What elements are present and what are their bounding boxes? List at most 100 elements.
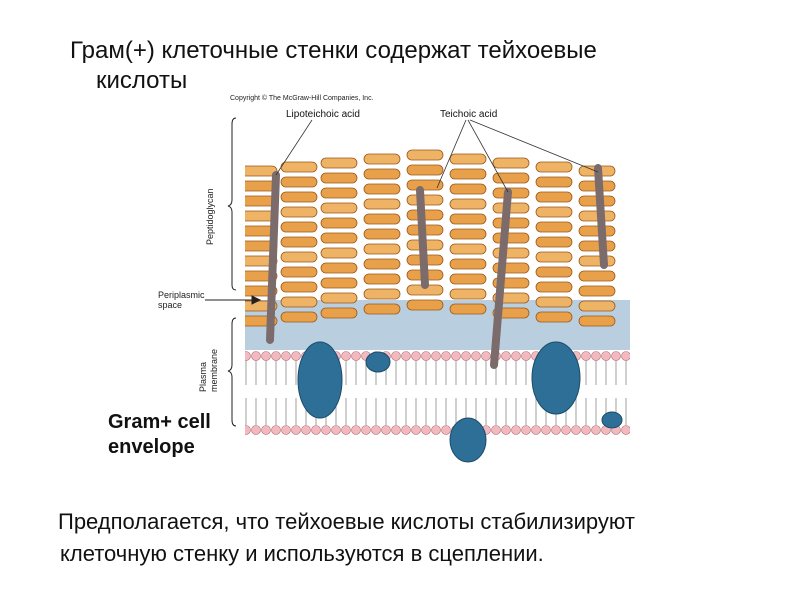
peptidoglycan-strand bbox=[492, 157, 530, 169]
lipid-head bbox=[621, 425, 630, 435]
lipid-head bbox=[541, 425, 551, 435]
peptidoglycan-strand bbox=[406, 149, 444, 161]
peptidoglycan-strand bbox=[320, 292, 358, 304]
peptidoglycan-strand bbox=[363, 213, 401, 225]
lipid-head bbox=[421, 425, 431, 435]
lipid-head bbox=[511, 351, 521, 361]
peptidoglycan-strand bbox=[320, 262, 358, 274]
slide-title-line-1: Грам(+) клеточные стенки содержат тейхое… bbox=[70, 37, 597, 64]
label-pointer-lines bbox=[275, 119, 599, 193]
lipid-head bbox=[261, 351, 271, 361]
membrane-protein bbox=[531, 341, 581, 415]
peptidoglycan-strand bbox=[320, 157, 358, 169]
peptidoglycan-strand bbox=[363, 183, 401, 195]
lipid-head bbox=[411, 351, 421, 361]
lipid-head bbox=[251, 351, 261, 361]
peptidoglycan-strand bbox=[245, 255, 278, 267]
peptidoglycan-strand bbox=[280, 176, 318, 188]
peptidoglycan-strand bbox=[535, 311, 573, 323]
lipid-head bbox=[391, 351, 401, 361]
peptidoglycan-strand bbox=[363, 153, 401, 165]
peptidoglycan-strand bbox=[535, 221, 573, 233]
lipid-head bbox=[471, 351, 481, 361]
periplasmic-arrow bbox=[205, 295, 262, 305]
lipid-head bbox=[301, 425, 311, 435]
teichoic-acid-rod bbox=[594, 164, 608, 269]
peptidoglycan-strand bbox=[363, 288, 401, 300]
lipid-head bbox=[501, 425, 511, 435]
lipid-head bbox=[591, 351, 601, 361]
peptidoglycan-layer bbox=[245, 149, 616, 327]
peptidoglycan-strand bbox=[578, 225, 616, 237]
peptidoglycan-strand bbox=[320, 187, 358, 199]
lipid-head bbox=[245, 351, 251, 361]
lipid-head bbox=[271, 425, 281, 435]
peptidoglycan-strand bbox=[280, 221, 318, 233]
peptidoglycan-strand bbox=[578, 270, 616, 282]
lipid-head bbox=[281, 425, 291, 435]
teichoic-acid-rods bbox=[266, 164, 608, 369]
peptidoglycan-strand bbox=[449, 228, 487, 240]
peptidoglycan-strand bbox=[492, 232, 530, 244]
peptidoglycan-strand bbox=[320, 232, 358, 244]
membrane-proteins bbox=[297, 341, 623, 463]
peptidoglycan-strand bbox=[363, 168, 401, 180]
peptidoglycan-strand bbox=[535, 206, 573, 218]
peptidoglycan-strand bbox=[363, 228, 401, 240]
peptidoglycan-strand bbox=[406, 299, 444, 311]
peptidoglycan-strand bbox=[280, 206, 318, 218]
lipid-head bbox=[611, 351, 621, 361]
envelope-illustration bbox=[245, 149, 630, 463]
layer-brackets bbox=[227, 117, 237, 427]
lipid-head bbox=[441, 425, 451, 435]
lipid-head bbox=[551, 425, 561, 435]
body-text-line-2: клеточную стенку и используются в сцепле… bbox=[60, 541, 544, 566]
lipid-head bbox=[441, 351, 451, 361]
peptidoglycan-strand bbox=[449, 243, 487, 255]
peptidoglycan-strand bbox=[535, 236, 573, 248]
slide-title-line-2: кислоты bbox=[96, 67, 188, 94]
figure-caption: Gram+ cell envelope bbox=[108, 410, 211, 460]
peptidoglycan-strand bbox=[363, 258, 401, 270]
lipid-head bbox=[521, 425, 531, 435]
label-periplasmic: Periplasmic space bbox=[158, 290, 205, 310]
lipid-head bbox=[281, 351, 291, 361]
lipid-head bbox=[411, 425, 421, 435]
peptidoglycan-strand bbox=[449, 168, 487, 180]
peptidoglycan-strand bbox=[449, 198, 487, 210]
teichoic-acid-rod bbox=[490, 188, 512, 369]
peptidoglycan-strand bbox=[578, 315, 616, 327]
peptidoglycan-strand bbox=[578, 255, 616, 267]
label-periplasmic-line-2: space bbox=[158, 300, 183, 310]
peptidoglycan-strand bbox=[245, 270, 278, 282]
peptidoglycan-strand bbox=[406, 164, 444, 176]
peptidoglycan-strand bbox=[535, 191, 573, 203]
peptidoglycan-strand bbox=[535, 281, 573, 293]
plasma-membrane-bracket bbox=[227, 317, 237, 427]
body-text: Предполагается, что тейхоевые кислоты ст… bbox=[58, 506, 778, 570]
peptidoglycan-strand bbox=[406, 179, 444, 191]
lipid-head bbox=[431, 351, 441, 361]
peptidoglycan-strand bbox=[449, 303, 487, 315]
peptidoglycan-strand bbox=[363, 273, 401, 285]
label-teichoic-acid: Teichoic acid bbox=[440, 109, 498, 120]
peptidoglycan-strand bbox=[280, 236, 318, 248]
lipid-head bbox=[431, 425, 441, 435]
lipid-head bbox=[561, 425, 571, 435]
lipid-head bbox=[371, 425, 381, 435]
lipid-head bbox=[291, 425, 301, 435]
membrane-protein bbox=[449, 417, 487, 463]
peptidoglycan-strand bbox=[245, 165, 278, 177]
peptidoglycan-strand bbox=[363, 303, 401, 315]
peptidoglycan-strand bbox=[578, 240, 616, 252]
peptidoglycan-strand bbox=[449, 288, 487, 300]
peptidoglycan-strand bbox=[363, 243, 401, 255]
lipid-head bbox=[621, 351, 630, 361]
copyright-note: Copyright © The McGraw-Hill Companies, I… bbox=[230, 95, 374, 102]
peptidoglycan-strand bbox=[320, 172, 358, 184]
lipid-head bbox=[245, 425, 251, 435]
lipid-head bbox=[491, 425, 501, 435]
lipid-head bbox=[481, 351, 491, 361]
lipid-head bbox=[311, 425, 321, 435]
